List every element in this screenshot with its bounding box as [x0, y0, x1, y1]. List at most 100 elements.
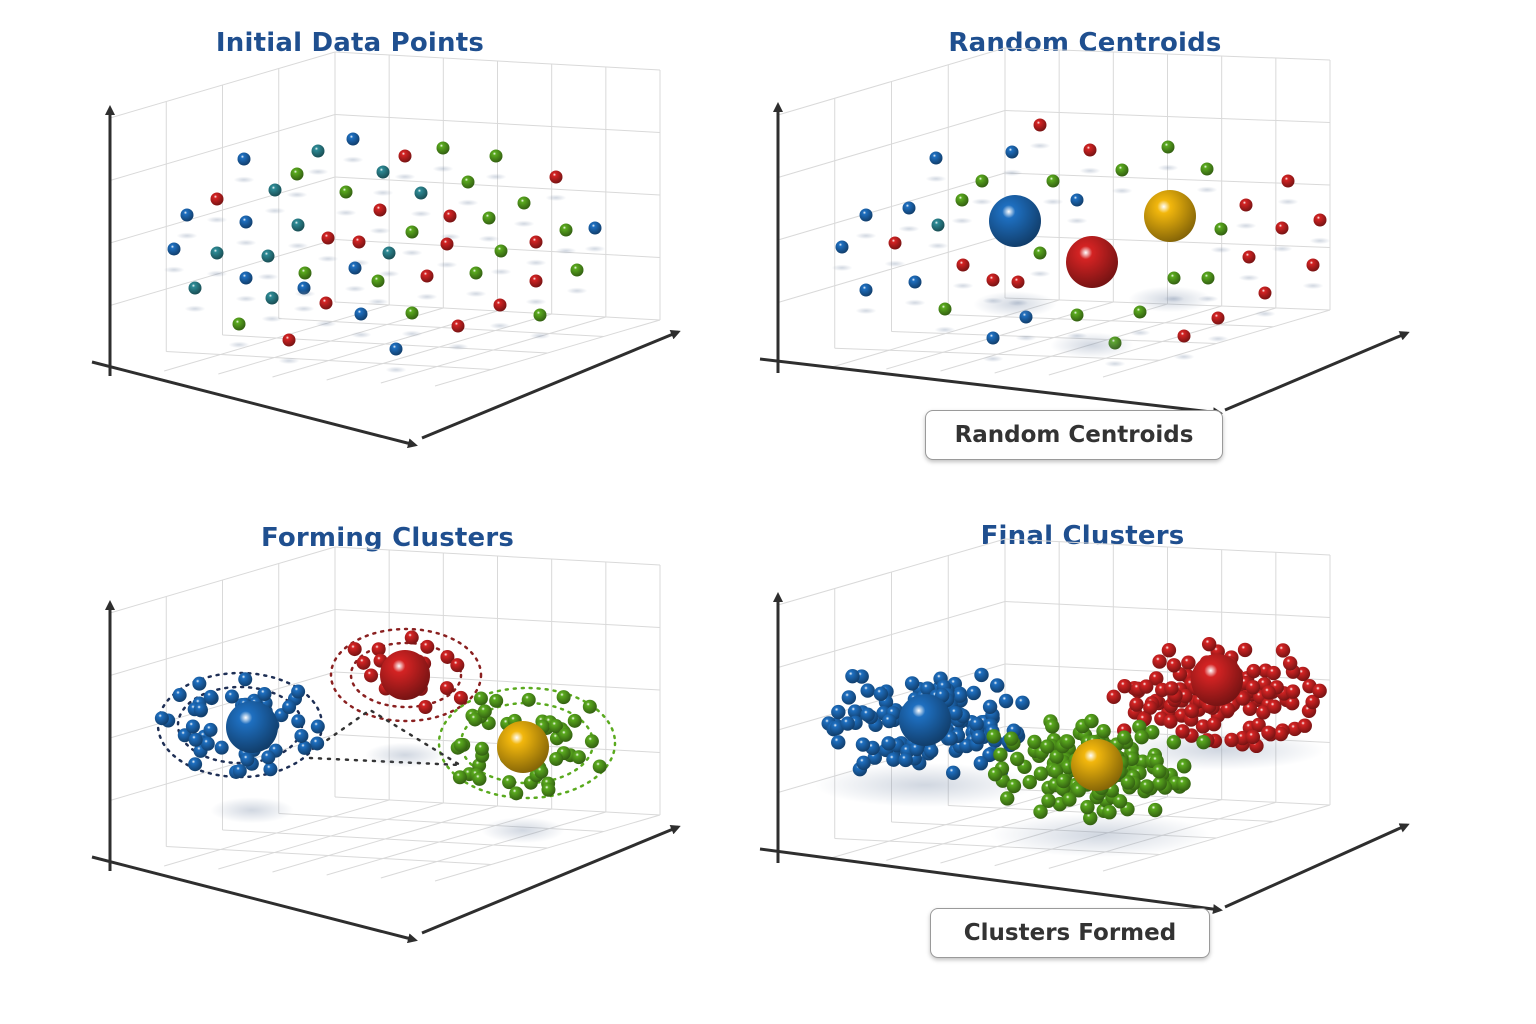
- point-shadow: [566, 287, 588, 295]
- point-shadow: [1238, 274, 1260, 282]
- data-point-red: [1239, 198, 1253, 212]
- point-shadow: [1309, 237, 1331, 245]
- point-shadow: [934, 326, 956, 334]
- data-point-blue: [943, 731, 958, 746]
- data-point-green: [1033, 246, 1047, 260]
- data-point-red: [443, 209, 457, 223]
- data-point-blue: [291, 684, 306, 699]
- point-shadow: [481, 817, 565, 844]
- data-point-red: [450, 658, 465, 673]
- data-point-blue: [389, 342, 403, 356]
- data-point-red: [1275, 643, 1291, 658]
- point-shadow: [525, 259, 547, 267]
- data-point-blue: [588, 221, 602, 235]
- point-shadow: [410, 210, 432, 218]
- data-point-blue: [974, 667, 989, 683]
- data-point-red: [1033, 118, 1047, 132]
- point-shadow: [465, 290, 487, 298]
- point-shadow: [1235, 222, 1257, 230]
- data-point-green: [1176, 759, 1192, 774]
- point-shadow: [831, 264, 853, 272]
- data-point-green: [1060, 734, 1076, 749]
- data-point-green: [1152, 776, 1167, 791]
- data-point-red: [453, 690, 468, 705]
- centroid-red: [1191, 654, 1243, 706]
- data-point-teal: [291, 218, 305, 232]
- data-point-red: [321, 231, 335, 245]
- data-point-red: [210, 192, 224, 206]
- data-point-red: [549, 170, 563, 184]
- centroid-blue: [989, 195, 1041, 247]
- data-point-red: [1175, 724, 1190, 739]
- data-point-blue: [291, 714, 306, 729]
- data-point-green: [453, 737, 468, 752]
- data-point-blue: [240, 752, 255, 767]
- data-point-red: [1306, 258, 1320, 272]
- data-point-red: [1261, 725, 1276, 740]
- data-point-blue: [969, 716, 984, 732]
- data-point-red: [493, 298, 507, 312]
- data-point-green: [559, 223, 573, 237]
- data-point-green: [1117, 730, 1132, 745]
- point-shadow: [416, 293, 438, 301]
- data-point-green: [1027, 734, 1042, 750]
- data-point-red: [347, 642, 362, 657]
- data-point-green: [1166, 735, 1182, 750]
- data-point-blue: [855, 737, 871, 752]
- data-point-blue: [154, 711, 169, 726]
- data-point-blue: [966, 685, 981, 701]
- data-point-red: [420, 269, 434, 283]
- data-point-red: [440, 649, 455, 664]
- data-point-green: [1167, 271, 1181, 285]
- data-point-blue: [261, 750, 276, 765]
- point-shadow: [927, 242, 949, 250]
- data-point-green: [567, 713, 582, 728]
- data-point-green: [1147, 802, 1163, 818]
- data-point-red: [1139, 679, 1154, 694]
- cluster-boundary: [437, 686, 617, 800]
- data-point-green: [502, 775, 517, 790]
- point-shadow: [1015, 334, 1037, 342]
- point-shadow: [264, 207, 286, 215]
- data-point-green: [1115, 163, 1129, 177]
- data-point-green: [548, 719, 563, 734]
- data-point-red: [1266, 665, 1281, 681]
- data-point-red: [1267, 699, 1282, 714]
- data-point-blue: [860, 683, 875, 698]
- data-point-teal: [311, 144, 325, 158]
- centroid-blue: [899, 694, 951, 746]
- point-shadow: [293, 305, 315, 313]
- x-axis: [91, 855, 418, 944]
- point-shadow: [1104, 360, 1126, 368]
- point-shadow: [401, 330, 423, 338]
- z-axis: [1224, 823, 1410, 909]
- data-point-red: [371, 642, 386, 657]
- data-point-teal: [414, 186, 428, 200]
- data-point-green: [1139, 779, 1154, 794]
- data-point-red: [1282, 656, 1298, 671]
- point-shadow: [317, 255, 339, 263]
- data-point-red: [888, 236, 902, 250]
- scatter-3d-plot: [91, 546, 681, 944]
- data-point-red: [420, 639, 435, 654]
- data-point-green: [298, 266, 312, 280]
- data-point-blue: [973, 756, 989, 771]
- scatter-3d-plot: [759, 538, 1410, 915]
- data-point-green: [1151, 764, 1167, 779]
- data-point-blue: [203, 689, 218, 704]
- data-point-green: [477, 704, 492, 719]
- data-point-green: [469, 266, 483, 280]
- data-point-blue: [172, 688, 187, 703]
- data-point-red: [1237, 642, 1253, 658]
- data-point-green: [975, 174, 989, 188]
- data-point-green: [1056, 773, 1071, 789]
- point-shadow: [555, 247, 577, 255]
- data-point-blue: [232, 763, 247, 778]
- data-point-blue: [346, 132, 360, 146]
- point-shadow: [257, 273, 279, 281]
- scatter-3d-plot: [759, 47, 1410, 418]
- x-axis: [91, 360, 418, 449]
- data-point-blue: [167, 242, 181, 256]
- data-point-teal: [188, 281, 202, 295]
- data-point-red: [1163, 714, 1178, 729]
